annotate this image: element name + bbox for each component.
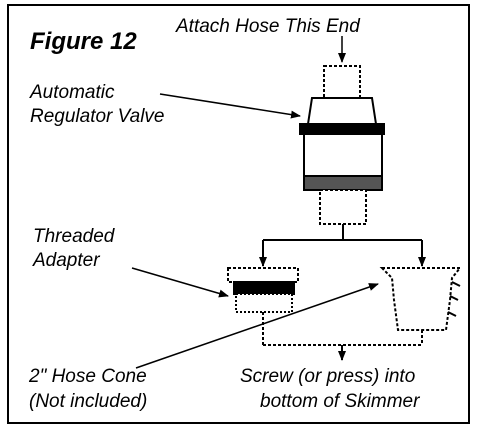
regulator-valve	[299, 65, 385, 225]
valve-branch-lines	[259, 224, 426, 267]
skimmer-cone	[379, 267, 463, 331]
figure-title: Figure 12	[30, 28, 137, 55]
valve-main-body	[303, 133, 383, 177]
callout-arrows	[131, 36, 379, 369]
regulator-arrow	[159, 93, 301, 119]
adapter-label-line1: Threaded	[33, 226, 115, 247]
regulator-label-line1: Automatic	[30, 82, 115, 103]
regulator-label-line2: Regulator Valve	[30, 106, 165, 127]
screw-label-line1: Screw (or press) into	[240, 366, 416, 387]
valve-threads	[303, 175, 383, 191]
valve-top-body	[306, 97, 378, 125]
adapter-label-line2: Adapter	[33, 250, 100, 271]
hose-cone-label-line1: 2" Hose Cone	[29, 366, 147, 387]
hose-cone-label-line2: (Not included)	[29, 391, 148, 412]
attach-hose-label: Attach Hose This End	[176, 16, 360, 37]
valve-hose-nipple	[323, 65, 361, 99]
figure-frame	[7, 4, 470, 424]
bottom-join-lines	[262, 312, 423, 346]
valve-collar	[299, 123, 385, 135]
valve-bottom-stem	[319, 189, 367, 225]
hose-cone-arrow	[135, 283, 379, 369]
screw-label-line2: bottom of Skimmer	[260, 391, 420, 412]
threaded-adapter	[227, 267, 299, 313]
adapter-arrow	[131, 267, 229, 298]
